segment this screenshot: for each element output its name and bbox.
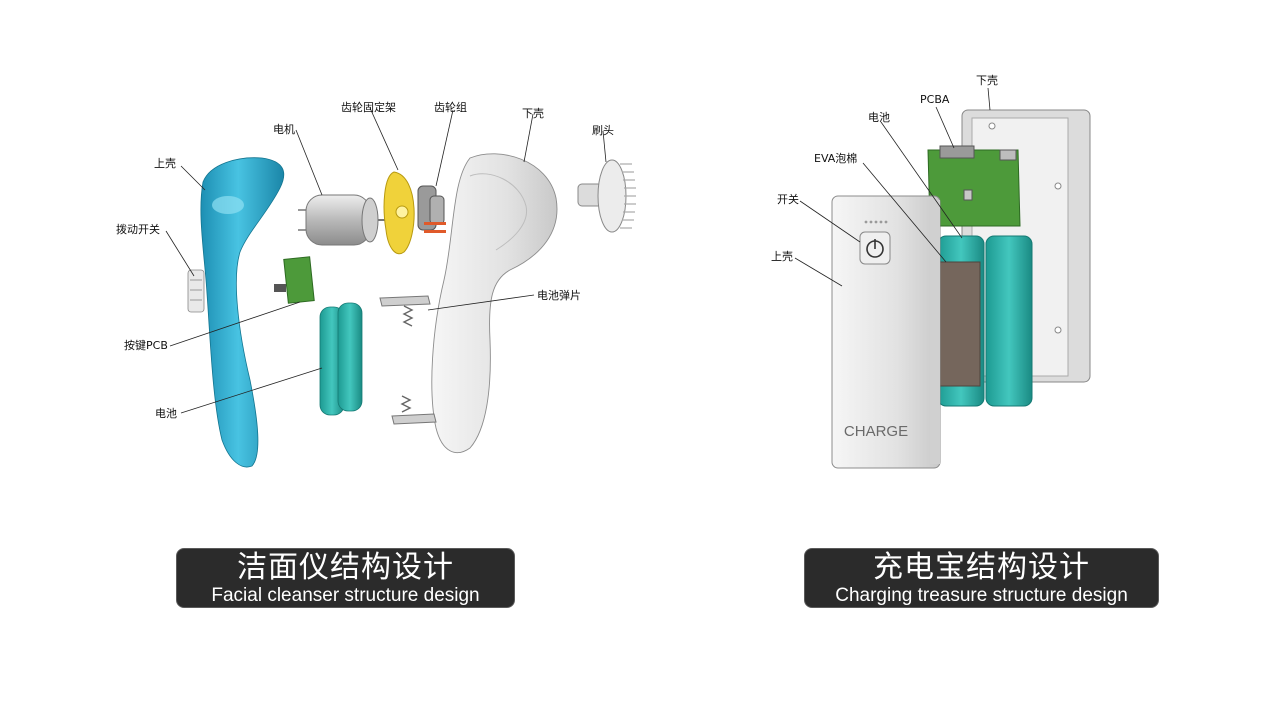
button-pcb-part [274,256,315,304]
label-gear-bracket: 齿轮固定架 [341,100,396,114]
cleanser-battery-part [319,302,363,416]
label-toggle-switch: 拨动开关 [116,222,160,236]
caption-subtitle: Charging treasure structure design [835,585,1128,606]
device-charge-text: CHARGE [844,423,908,440]
toggle-switch-part [187,269,205,313]
label-pb-eva-foam: EVA泡棉 [814,151,857,165]
label-battery-spring: 电池弹片 [537,288,581,302]
label-pb-top-shell: 上壳 [771,249,793,263]
battery-spring-part [379,295,437,425]
motor-part [298,194,392,246]
label-button-pcb: 按键PCB [124,338,168,352]
label-top-shell: 上壳 [154,156,176,170]
pcba-part [927,145,1021,227]
label-pb-battery: 电池 [868,111,890,124]
facial-cleanser-caption: 洁面仪结构设计 Facial cleanser structure design [176,548,515,608]
powerbank-top-shell: CHARGE [831,195,941,469]
label-pb-pcba: PCBA [920,93,950,106]
power-bank-caption: 充电宝结构设计 Charging treasure structure desi… [804,548,1159,608]
label-pb-switch: 开关 [777,192,799,206]
brush-head-part [577,159,636,233]
label-gear-set: 齿轮组 [434,100,467,114]
label-motor: 电机 [273,122,295,136]
led-indicator [864,220,888,224]
gear-bracket-part [383,171,415,255]
eva-foam-part [935,261,981,387]
power-bank-diagram: CHARGE 下壳 PCBA 电池 EVA泡棉 开关 上壳 [771,73,1091,469]
gear-set-part [417,185,446,233]
cleanser-bottom-shell [431,153,558,453]
label-battery: 电池 [155,407,177,420]
caption-title: 洁面仪结构设计 [237,550,454,585]
caption-subtitle: Facial cleanser structure design [211,585,480,606]
facial-cleanser-diagram: 上壳 拨动开关 按键PCB 电池 电机 齿轮固定架 齿轮组 下壳 刷头 电池弹片 [116,100,636,468]
cleanser-top-shell [200,157,285,468]
label-brush-head: 刷头 [592,124,614,137]
label-pb-bottom-shell: 下壳 [976,73,998,87]
label-bottom-shell: 下壳 [522,106,544,120]
caption-title: 充电宝结构设计 [873,550,1090,585]
